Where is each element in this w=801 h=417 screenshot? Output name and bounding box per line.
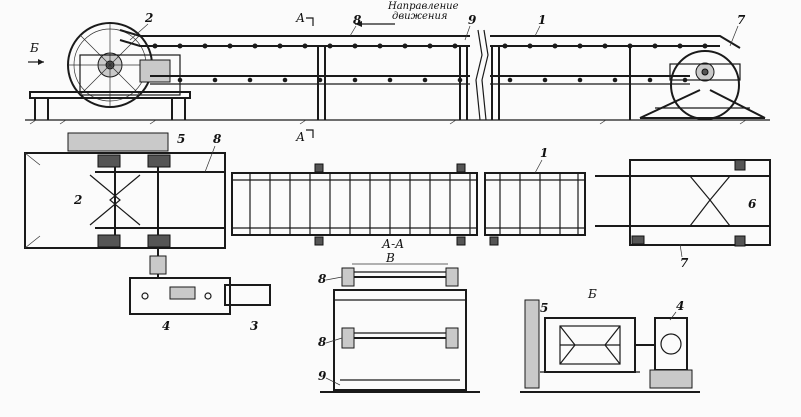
callout-9-section: 9	[318, 369, 327, 383]
section-a-top-label: А	[295, 11, 305, 25]
callout-5-plan: 5	[177, 132, 185, 146]
callout-8-section-upper: 8	[318, 272, 327, 286]
callout-2-plan: 2	[73, 193, 82, 207]
plan-view: 5 8 2 1 6 7 4 3	[24, 132, 771, 333]
callout-7-plan: 7	[680, 256, 689, 270]
motion-caption-line1: Направление	[387, 1, 459, 12]
callout-9-top: 9	[468, 13, 477, 27]
lower-chain-rollers	[177, 77, 688, 83]
callout-7-top: 7	[737, 13, 746, 27]
dim-b-label: В	[385, 251, 395, 265]
callout-1-top: 1	[538, 13, 546, 27]
callout-4-plan: 4	[162, 319, 170, 333]
callout-2-top: 2	[144, 11, 153, 25]
deck-slats-2	[499, 173, 579, 235]
callout-5-view-b: 5	[540, 301, 548, 315]
callout-3-plan: 3	[250, 319, 258, 333]
callout-8-top: 8	[353, 13, 362, 27]
upper-chain-rollers	[152, 43, 708, 49]
callout-4-view-b: 4	[676, 299, 684, 313]
motion-caption-line2: движения	[392, 11, 448, 22]
side-elevation-view: Направление движения А А Б 2 8 9 1 7	[25, 1, 770, 144]
callout-8-section-lower: 8	[318, 335, 327, 349]
section-a-a-view: А-А В 8 8 9	[318, 237, 480, 393]
callout-6-plan: 6	[748, 197, 757, 211]
callout-8-plan: 8	[213, 132, 222, 146]
deck-slats-1	[249, 173, 471, 235]
view-b-label: Б	[29, 41, 39, 55]
section-aa-title: А-А	[381, 237, 404, 251]
view-b-title: Б	[587, 287, 597, 301]
view-b-detail: Б 5 4	[520, 287, 700, 393]
section-a-bottom-label: А	[295, 130, 305, 144]
callout-1-plan: 1	[540, 146, 548, 160]
